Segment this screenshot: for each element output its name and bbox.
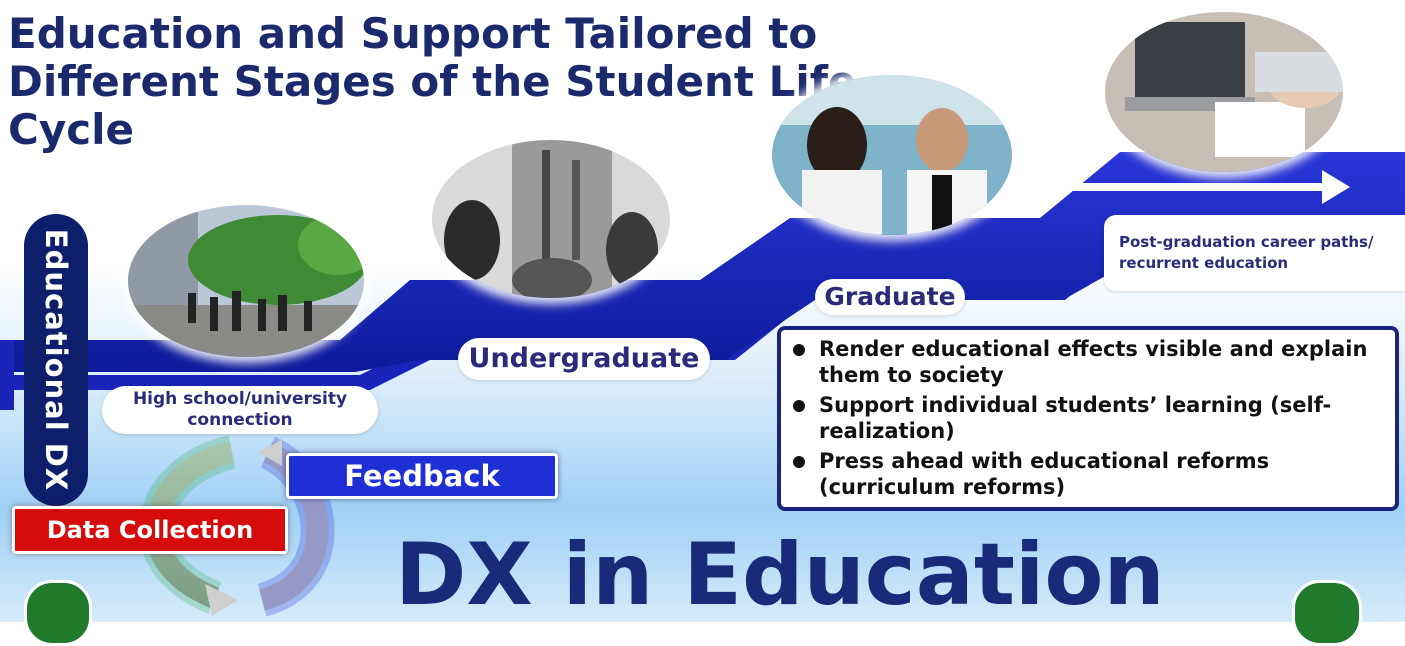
educational-dx-pill [24, 214, 88, 506]
progress-arrow [1040, 170, 1350, 204]
green-badge-left [24, 580, 92, 646]
educational-dx-label: Educational DX [39, 228, 73, 492]
goal-item: Press ahead with educational reforms (cu… [793, 448, 1385, 500]
stage-post-graduation: Post-graduation career paths/ recurrent … [1104, 215, 1405, 291]
data-collection-box: Data Collection [12, 506, 288, 554]
stage-undergraduate: Undergraduate [458, 338, 710, 380]
feedback-box: Feedback [286, 453, 558, 499]
laptop-photo [1105, 12, 1343, 172]
stage-high-school: High school/university connection [102, 386, 378, 434]
page-title: Education and Support Tailored to Differ… [8, 9, 874, 154]
lab-students-photo [432, 140, 670, 298]
campus-photo [128, 205, 364, 357]
green-badge-right [1292, 580, 1362, 646]
goal-item: Render educational effects visible and e… [793, 336, 1385, 388]
dx-in-education-title: DX in Education [395, 525, 1165, 625]
goal-item: Support individual students’ learning (s… [793, 392, 1385, 444]
goals-box: Render educational effects visible and e… [777, 326, 1399, 511]
stair-band-main [0, 152, 1405, 372]
goals-list: Render educational effects visible and e… [781, 330, 1395, 500]
stair-left-block [0, 340, 14, 410]
stage-graduate: Graduate [815, 279, 965, 315]
feedback-arrowhead [258, 440, 282, 466]
graduate-students-photo [772, 75, 1012, 235]
data-collection-arrowhead [205, 584, 238, 616]
